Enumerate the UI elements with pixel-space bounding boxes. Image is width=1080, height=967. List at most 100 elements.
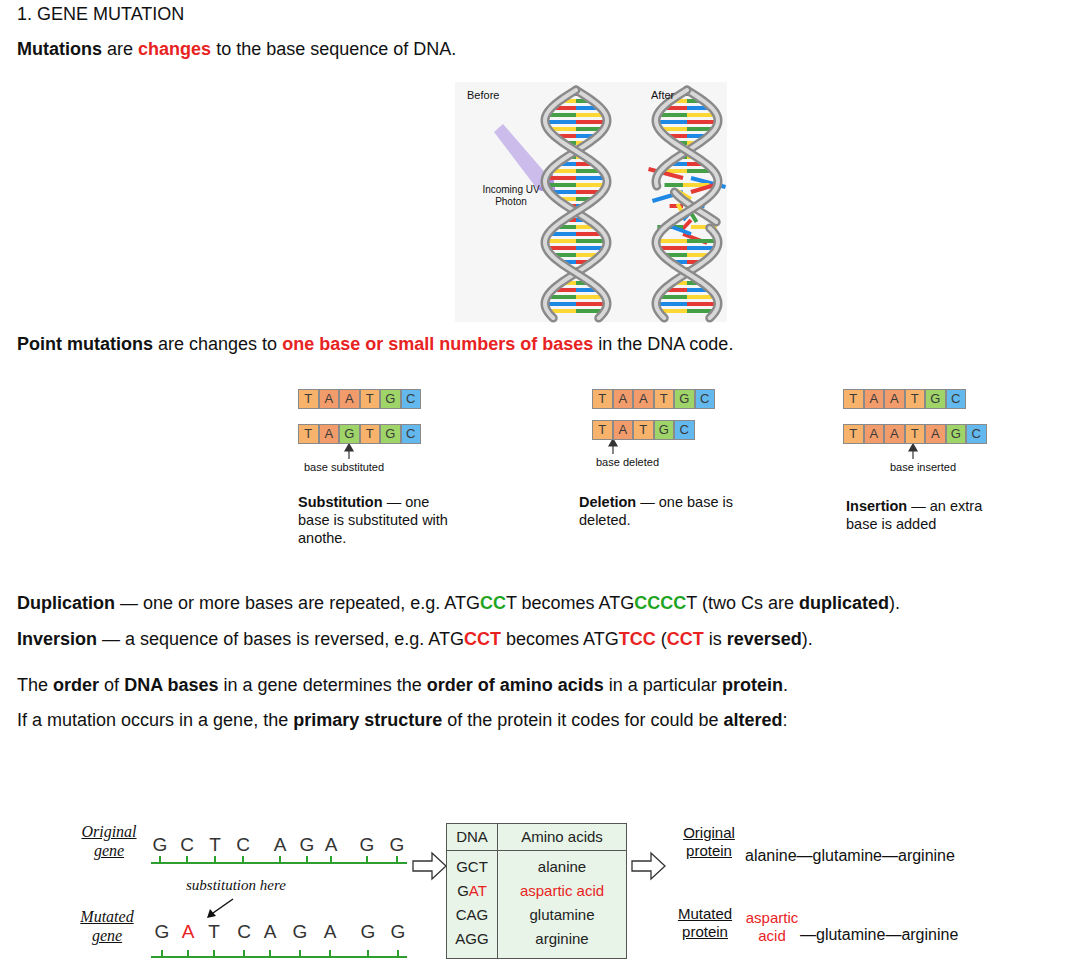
text-span: — a sequence of bases is reversed, e.g. … — [102, 629, 464, 649]
text-span: Inversion — [17, 629, 97, 649]
gene-base: C — [234, 834, 252, 857]
gene-base: G — [388, 834, 406, 857]
base-letter: C — [972, 426, 981, 441]
text-span: Duplication — [17, 593, 115, 613]
text-span: ). — [802, 629, 813, 649]
text-span: reversed — [727, 629, 802, 649]
text-span: is — [709, 629, 722, 649]
text-span: primary structure — [293, 710, 442, 730]
base-letter: G — [385, 391, 395, 406]
text-paragraph: Substitution— one base is substituted wi… — [298, 493, 450, 547]
text-label: base substituted — [304, 461, 384, 474]
text-label: —glutamine—arginine — [800, 925, 958, 944]
bracket-tick — [242, 856, 244, 863]
bracket-tick — [159, 856, 161, 863]
table-cell: aspartic acid — [498, 879, 626, 903]
text-span: protein — [722, 675, 783, 695]
base-letter: A — [931, 426, 940, 441]
text-span: ( — [661, 629, 667, 649]
hollow-arrow — [632, 853, 665, 879]
text-span: of the protein it codes for could be — [447, 710, 718, 730]
bracket-tick — [243, 950, 245, 957]
base-tile: T — [843, 424, 864, 444]
bracket-tick — [330, 856, 332, 863]
text-label: After — [651, 89, 674, 102]
text-span: becomes ATG — [506, 629, 619, 649]
bracket-tick — [213, 950, 215, 957]
base-tile: T — [905, 424, 926, 444]
base-tile: A — [864, 424, 885, 444]
base-letter: T — [304, 391, 312, 406]
bracket-tick — [367, 950, 369, 957]
text-paragraph: Duplication— one or more bases are repea… — [17, 592, 900, 615]
gene-base: G — [298, 834, 316, 857]
dna-before — [545, 90, 607, 318]
page-title: 1. GENE MUTATION — [17, 4, 184, 26]
base-tile: C — [401, 389, 422, 409]
text-span: CCCC — [634, 593, 686, 613]
photo-ground — [455, 82, 727, 322]
text-span: Deletion — [579, 494, 636, 510]
text-span: Insertion — [846, 498, 907, 514]
base-letter: C — [406, 426, 415, 441]
text-span: T becomes ATG — [506, 593, 634, 613]
table-text: AGG — [455, 930, 488, 947]
text-span: Mutations — [17, 39, 102, 59]
table-cell: GAT — [447, 879, 497, 903]
bracket-tick — [299, 950, 301, 957]
table-text: GCT — [456, 858, 488, 875]
text-span: order of amino acids — [427, 675, 604, 695]
text-span: changes — [138, 39, 211, 59]
table-text: DNA — [456, 828, 488, 845]
table-text: aspartic acid — [520, 882, 604, 899]
text-paragraph: If a mutation occurs in a gene, theprima… — [17, 709, 788, 732]
text-span: are changes to — [158, 334, 277, 354]
base-letter: A — [324, 391, 333, 406]
base-letter: A — [869, 391, 878, 406]
text-span: duplicated — [799, 593, 889, 613]
text-span: CCT — [464, 629, 501, 649]
base-tile: C — [674, 420, 695, 440]
hollow-arrow — [413, 853, 446, 879]
text-span: TCC — [619, 629, 656, 649]
base-letter: G — [344, 426, 354, 441]
bracket-tick — [329, 950, 331, 957]
text-span: altered — [724, 710, 783, 730]
base-tile: T — [298, 424, 319, 444]
base-letter: A — [869, 426, 878, 441]
table-text: CAG — [456, 906, 489, 923]
base-letter: G — [385, 426, 395, 441]
bracket-tick — [366, 856, 368, 863]
dna-strand — [545, 90, 607, 318]
base-tile: C — [695, 389, 716, 409]
text-label: Incoming UV Photon — [479, 184, 543, 208]
table-cell: Amino acids — [498, 825, 626, 849]
base-letter: T — [366, 426, 374, 441]
base-letter: T — [366, 391, 374, 406]
table-cell: alanine — [498, 855, 626, 879]
bracket-tick — [396, 856, 398, 863]
base-tile: G — [674, 389, 695, 409]
text-span: Substitution — [298, 494, 383, 510]
base-letter: T — [598, 391, 606, 406]
base-tile: G — [654, 420, 675, 440]
table-rule — [497, 824, 498, 958]
base-tile: A — [339, 389, 360, 409]
base-tile: G — [380, 424, 401, 444]
base-pair — [691, 213, 697, 222]
table-cell: CAG — [447, 903, 497, 927]
text-span: are — [107, 39, 133, 59]
text-span: CC — [480, 593, 506, 613]
text-span: CCT — [667, 629, 704, 649]
gene-base: G — [358, 834, 376, 857]
base-tile: A — [613, 389, 634, 409]
gene-base: A — [321, 921, 339, 944]
base-letter: A — [639, 391, 648, 406]
gene-base: A — [271, 834, 289, 857]
base-letter: G — [951, 426, 961, 441]
text-span: in a particular — [609, 675, 717, 695]
base-letter: C — [406, 391, 415, 406]
base-letter: T — [849, 426, 857, 441]
base-pair — [683, 220, 691, 229]
gene-base: C — [178, 834, 196, 857]
